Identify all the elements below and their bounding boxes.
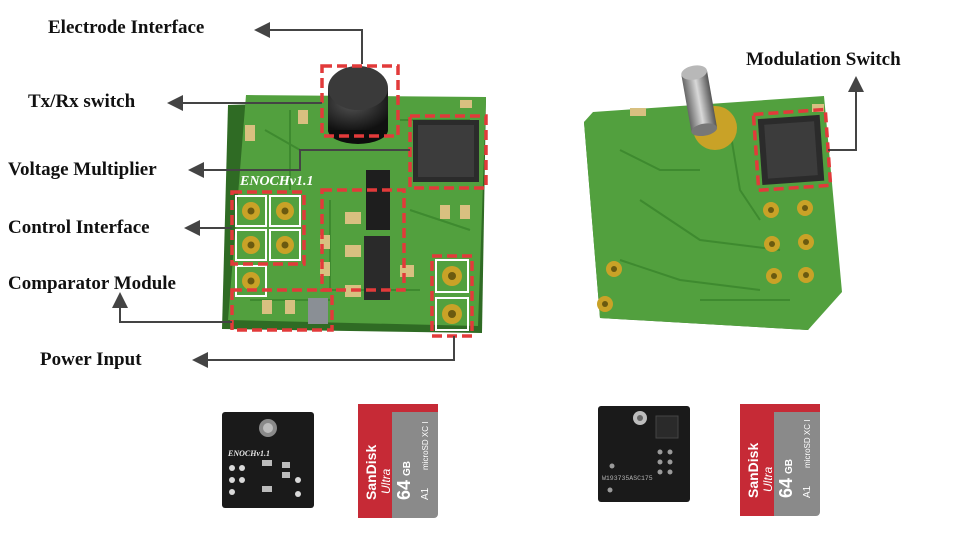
electrode-pin [681,65,718,137]
sd-sdxc-mark: microSD XC I [421,422,430,470]
highlight-electrode [320,64,400,138]
smd-component [400,265,414,277]
photo-board-front: ENOCHv1.1 [222,412,314,508]
smd-component [345,212,361,224]
pcb-back-pad-holes [602,205,809,307]
comparator-pad [235,265,267,297]
smd-component [630,108,646,116]
sd-brand: SanDisk [363,445,379,500]
sd-line: Ultra [379,468,393,494]
smd-component [345,245,361,257]
smd-component [320,235,330,249]
photo-sd-card-back: SanDisk Ultra 64 GB A1 microSD XC I [740,404,820,516]
label-voltage-multiplier: Voltage Multiplier [8,159,157,180]
pcb-silkscreen-label: ENOCHv1.1 [239,174,314,189]
leader-modulation-switch [828,76,864,151]
smd-component [285,300,295,314]
pcb-back [584,65,842,330]
smd-component [298,110,308,124]
leader-voltage-multiplier [188,149,410,178]
highlight-power-input [430,254,474,338]
smd-component [460,205,470,219]
label-power-input: Power Input [40,349,142,370]
sd-class-mark: A1 [420,487,431,500]
smd-component [262,300,272,314]
pcb-back-traces [619,129,790,301]
pcb-front: ENOCHv1.1 [222,64,488,338]
smd-component [440,205,450,219]
leader-power-input [192,336,455,368]
sd-class-mark-2: A1 [802,485,813,498]
label-electrode-interface: Electrode Interface [48,17,205,38]
smd-component [320,262,330,276]
highlight-modulation-switch [751,107,833,193]
label-control-interface: Control Interface [8,217,150,238]
photo-silkscreen: ENOCHv1.1 [227,449,270,458]
comparator-ic [308,298,328,324]
leader-electrode [254,22,363,64]
leader-lines [112,22,864,368]
photo-serial: W193735ASC175 [602,475,653,482]
smd-component [245,125,255,141]
label-tx-rx-switch: Tx/Rx switch [28,91,136,112]
voltage-multiplier-chip-top [418,125,474,177]
sd-capacity-2: 64 [776,478,796,498]
sd-line-2: Ultra [761,466,775,492]
electrode-top [328,66,388,110]
modulation-switch-chip-top [764,121,818,179]
photo-sd-card-front: SanDisk Ultra 64 GB A1 microSD XC I [358,404,438,518]
sd-sdxc-mark-2: microSD XC I [803,420,812,468]
sd-unit-2: GB [784,459,795,474]
control-interface-pads [235,195,301,261]
label-modulation-switch: Modulation Switch [746,49,901,70]
photo-board-back: W193735ASC175 [598,406,690,502]
label-comparator-module: Comparator Module [8,273,176,294]
highlight-control-interface [230,190,306,266]
sd-brand-2: SanDisk [745,443,761,498]
smd-component [460,100,472,108]
sd-unit: GB [402,461,413,476]
highlight-voltage-multiplier [408,114,488,190]
highlight-comparator [230,288,334,332]
smd-component [812,104,824,112]
tx-rx-switch-block [366,170,390,230]
sd-capacity: 64 [394,480,414,500]
leader-comparator [112,292,232,323]
power-input-pads [435,259,469,331]
highlight-boxes [230,64,488,338]
